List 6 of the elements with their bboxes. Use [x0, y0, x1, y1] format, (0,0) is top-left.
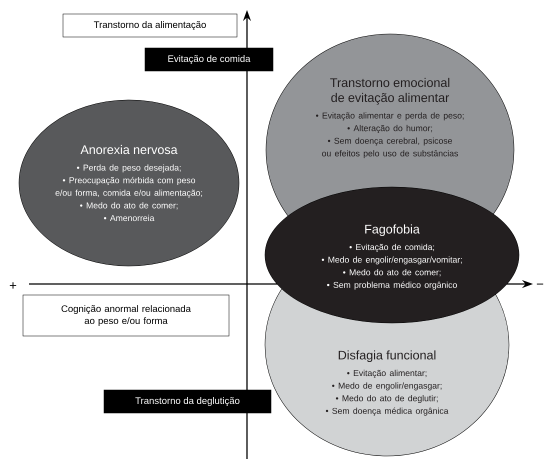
label-box: Transtorno da alimentação	[62, 14, 238, 38]
label-box: Evitação de comida	[144, 48, 274, 72]
axis-sign: +	[10, 282, 16, 289]
axis-sign: −	[536, 284, 544, 285]
label-box: Cognição anormal relacionada ao peso e/ou forma	[22, 294, 230, 336]
label-box: Transtorno da deglutição	[104, 390, 272, 414]
